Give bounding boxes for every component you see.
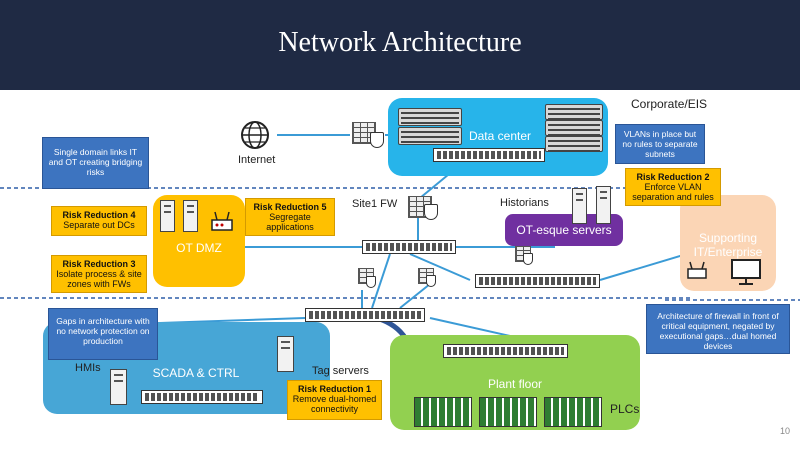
- data-center-label: Data center: [468, 129, 532, 143]
- historian-server-icon: [572, 188, 587, 224]
- risk-4-title: Risk Reduction 4: [62, 210, 136, 220]
- router-icon: [687, 261, 707, 279]
- note-firewall-arch: Architecture of firewall in front of cri…: [646, 304, 790, 354]
- shield-icon: [424, 204, 438, 220]
- historian-server-icon: [596, 186, 611, 224]
- plc-rack-icon: [414, 397, 472, 427]
- scada-label: SCADA & CTRL: [152, 366, 240, 380]
- risk-5-title: Risk Reduction 5: [253, 202, 327, 212]
- corporate-label: Corporate/EIS: [631, 97, 708, 111]
- core-switch-icon: [362, 240, 456, 254]
- ot-esque-zone: OT-esque servers: [505, 214, 623, 246]
- dc-server-rack-icon: [398, 108, 462, 126]
- dc-server-rack-icon: [545, 120, 603, 136]
- page-number: 10: [779, 426, 790, 436]
- note-vlans: VLANs in place but no rules to separate …: [615, 124, 705, 164]
- internet-label: Internet: [238, 154, 276, 166]
- plant-floor-label: Plant floor: [487, 377, 543, 391]
- risk-reduction-4: Risk Reduction 4 Separate out DCs: [51, 206, 147, 236]
- plant-switch-icon: [443, 344, 568, 358]
- shield-icon: [523, 253, 533, 265]
- title-bar: Network Architecture: [0, 0, 800, 90]
- globe-icon: [241, 121, 269, 149]
- scada-switch-icon: [141, 390, 263, 404]
- monitor-icon: [731, 259, 761, 285]
- risk-1-text: Remove dual-homed connectivity: [292, 394, 377, 414]
- shield-icon: [370, 132, 384, 148]
- plc-rack-icon: [544, 397, 602, 427]
- risk-5-text: Segregate applications: [266, 212, 314, 232]
- slide-title: Network Architecture: [278, 27, 522, 58]
- dc-server-rack-icon: [545, 136, 603, 152]
- ot-switch-icon: [475, 274, 600, 288]
- risk-reduction-2: Risk Reduction 2 Enforce VLAN separation…: [625, 168, 721, 206]
- risk-reduction-1: Risk Reduction 1 Remove dual-homed conne…: [287, 380, 382, 420]
- site1-fw-label: Site1 FW: [352, 198, 398, 210]
- risk-3-text: Isolate process & site zones with FWs: [56, 269, 142, 289]
- risk-3-title: Risk Reduction 3: [62, 259, 136, 269]
- ot-esque-label: OT-esque servers: [516, 223, 612, 237]
- hmis-label: HMIs: [75, 362, 101, 374]
- tag-servers-label: Tag servers: [312, 365, 369, 377]
- dc-server-rack-icon: [398, 127, 462, 145]
- plcs-label: PLCs: [610, 402, 640, 416]
- plc-rack-icon: [479, 397, 537, 427]
- hmi-server-icon: [110, 369, 127, 405]
- shield-icon: [426, 275, 436, 287]
- risk-2-text: Enforce VLAN separation and rules: [632, 182, 714, 202]
- risk-4-text: Separate out DCs: [63, 220, 135, 230]
- dc-switch-icon: [433, 148, 545, 162]
- risk-reduction-3: Risk Reduction 3 Isolate process & site …: [51, 255, 147, 293]
- router-icon: [211, 211, 233, 231]
- tag-server-icon: [277, 336, 294, 372]
- dmz-server-icon: [183, 200, 198, 232]
- risk-1-title: Risk Reduction 1: [297, 384, 371, 394]
- production-switch-icon: [305, 308, 425, 322]
- dmz-server-icon: [160, 200, 175, 232]
- ot-dmz-label: OT DMZ: [176, 241, 222, 255]
- historians-label: Historians: [500, 197, 549, 209]
- note-single-domain: Single domain links IT and OT creating b…: [42, 137, 149, 189]
- supporting-label: Supporting IT/Enterprise: [693, 231, 763, 259]
- risk-2-title: Risk Reduction 2: [636, 172, 710, 182]
- shield-icon: [366, 276, 376, 288]
- dc-server-rack-icon: [545, 104, 603, 120]
- risk-reduction-5: Risk Reduction 5 Segregate applications: [245, 198, 335, 236]
- note-gaps: Gaps in architecture with no network pro…: [48, 308, 158, 360]
